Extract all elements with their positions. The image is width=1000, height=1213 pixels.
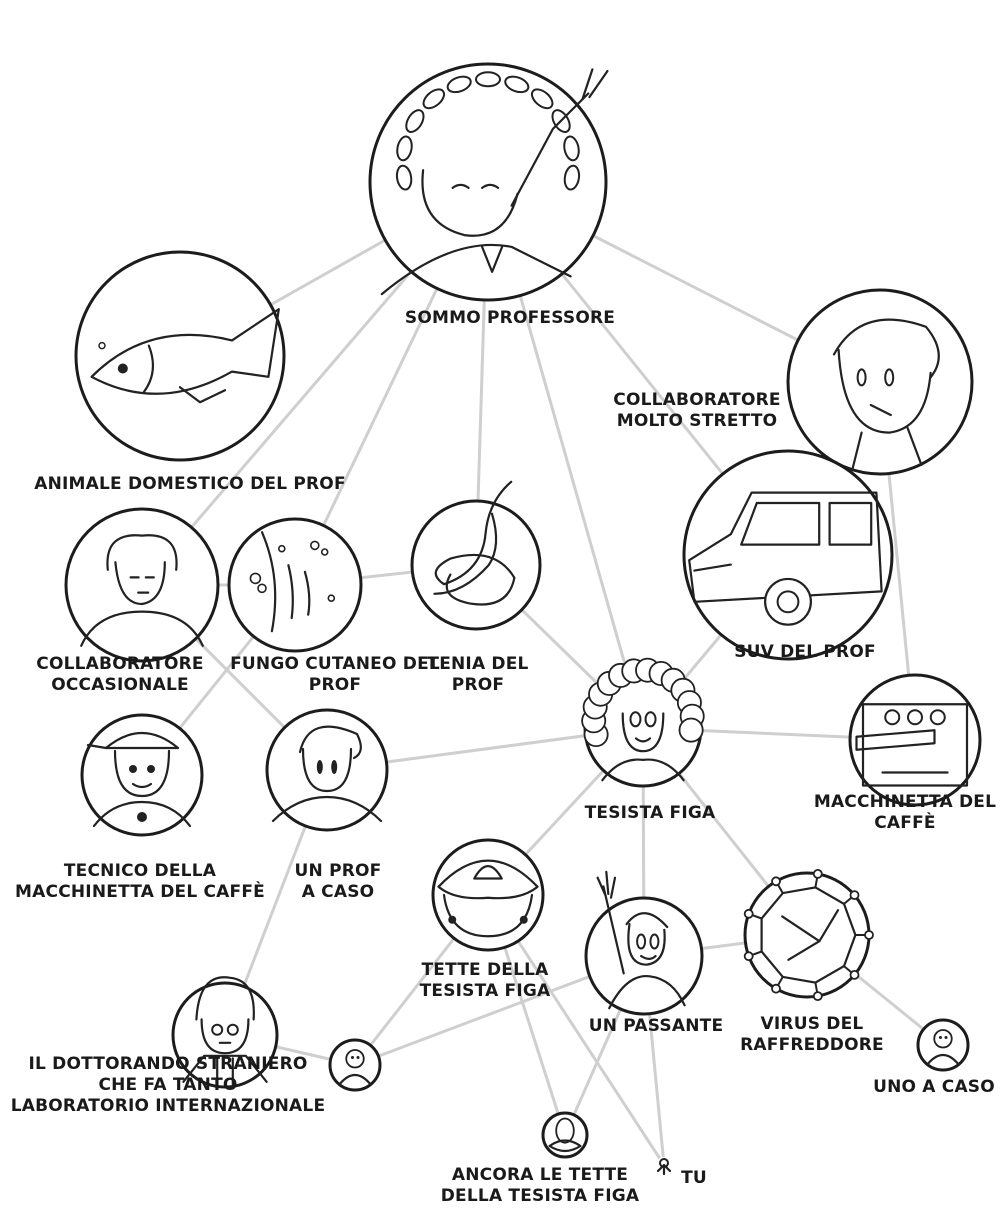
node-collab-stretto-circle <box>788 290 972 474</box>
node-sommo-label-line: SOMMO PROFESSORE <box>405 308 615 329</box>
node-passante <box>586 872 702 1014</box>
node-dottorando-label-line: LABORATORIO INTERNAZIONALE <box>11 1096 326 1117</box>
node-suv-label: SUV DEL PROF <box>734 642 876 663</box>
node-ancora-label-line: ANCORA LE TETTE <box>441 1165 640 1186</box>
node-tu-label-line: TU <box>681 1168 707 1189</box>
node-virus-circle <box>745 873 869 997</box>
node-dottorando-label-line: CHE FA TANTO <box>11 1075 326 1096</box>
node-prof-caso-label-line: UN PROF <box>295 861 382 882</box>
node-animale-circle <box>76 252 284 460</box>
node-suv <box>684 451 892 659</box>
node-virus <box>745 870 873 1000</box>
node-uno-caso-label-line: UNO A CASO <box>873 1077 995 1098</box>
node-uno-caso-label: UNO A CASO <box>873 1077 995 1098</box>
node-macchinetta-label-line: CAFFÈ <box>814 813 996 834</box>
node-ancora-label-line: DELLA TESISTA FIGA <box>441 1186 640 1207</box>
node-uno-caso <box>918 1020 968 1070</box>
node-collab-stretto-label-line: COLLABORATORE <box>613 390 780 411</box>
node-macchinetta-label-line: MACCHINETTA DEL <box>814 792 996 813</box>
node-sommo <box>370 64 607 300</box>
node-anon-1 <box>330 1040 380 1090</box>
node-collab-stretto-label-line: MOLTO STRETTO <box>613 411 780 432</box>
node-macchinetta <box>850 675 980 805</box>
node-virus-label-line: VIRUS DEL <box>740 1014 884 1035</box>
node-tette <box>433 840 543 950</box>
node-tenia-circle <box>412 501 540 629</box>
node-passante-label: UN PASSANTE <box>589 1016 724 1037</box>
node-tecnico-label-line: TECNICO DELLA <box>15 861 265 882</box>
node-tu <box>656 1157 672 1174</box>
node-collab-occ <box>66 509 218 661</box>
node-suv-label-line: SUV DEL PROF <box>734 642 876 663</box>
node-tenia-label-line: TENIA DEL <box>427 654 528 675</box>
node-dottorando-label-line: IL DOTTORANDO STRANIERO <box>11 1054 326 1075</box>
node-collab-occ-label-line: COLLABORATORE <box>36 654 203 675</box>
node-tette-label-line: TESISTA FIGA <box>420 981 551 1002</box>
node-collab-occ-label-line: OCCASIONALE <box>36 675 203 696</box>
node-collab-occ-circle <box>66 509 218 661</box>
node-animale <box>76 252 284 460</box>
node-fungo-circle <box>229 519 361 651</box>
node-animale-label-line: ANIMALE DOMESTICO DEL PROF <box>34 474 346 495</box>
node-suv-circle <box>684 451 892 659</box>
node-tecnico-label-line: MACCHINETTA DEL CAFFÈ <box>15 882 265 903</box>
node-tesista-label-line: TESISTA FIGA <box>585 803 716 824</box>
node-ancora <box>543 1113 587 1157</box>
node-prof-caso-label-line: A CASO <box>295 882 382 903</box>
node-prof-caso <box>267 710 387 830</box>
node-fungo-label-line: PROF <box>230 675 440 696</box>
node-tenia-label-line: PROF <box>427 675 528 696</box>
node-collab-stretto <box>788 290 972 474</box>
node-animale-label: ANIMALE DOMESTICO DEL PROF <box>34 474 346 495</box>
node-tesista <box>582 659 704 786</box>
node-fungo-label-line: FUNGO CUTANEO DEL <box>230 654 440 675</box>
node-tecnico <box>82 715 202 835</box>
node-passante-label-line: UN PASSANTE <box>589 1016 724 1037</box>
node-tette-label-line: TETTE DELLA <box>420 960 551 981</box>
node-tu-label: TU <box>681 1168 707 1189</box>
node-virus-label-line: RAFFREDDORE <box>740 1035 884 1056</box>
node-tenia <box>412 482 540 629</box>
node-fungo <box>229 519 361 651</box>
node-passante-circle <box>586 898 702 1014</box>
node-tette-circle <box>433 840 543 950</box>
node-tesista-label: TESISTA FIGA <box>585 803 716 824</box>
node-sommo-label: SOMMO PROFESSORE <box>405 308 615 329</box>
